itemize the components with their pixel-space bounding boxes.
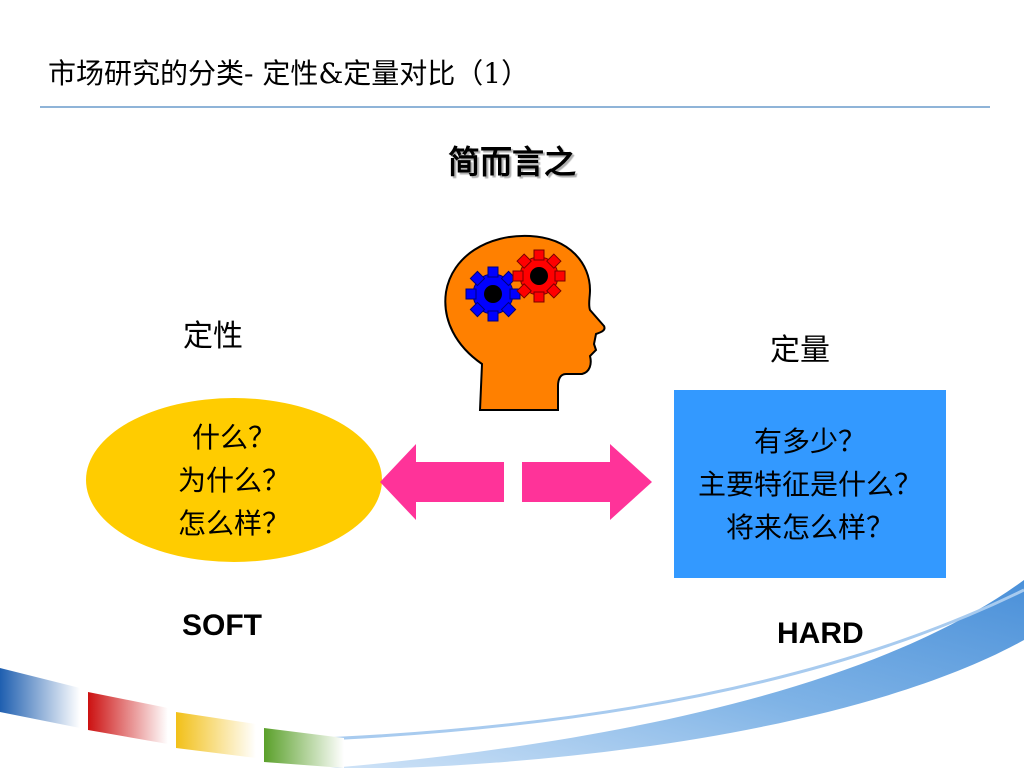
- quantitative-question: 有多少？: [753, 424, 866, 458]
- swoosh-line: [299, 588, 1024, 742]
- title-divider: [40, 106, 990, 108]
- soft-tag: SOFT: [182, 609, 262, 642]
- qualitative-question: 怎么样？: [177, 506, 290, 540]
- quantitative-question: 主要特征是什么？: [697, 467, 922, 501]
- quantitative-label: 定量: [770, 333, 830, 368]
- footer-bar-red: [88, 692, 168, 744]
- swoosh-band: [330, 580, 1024, 768]
- qualitative-questions-ellipse: 什么？ 为什么？ 怎么样？: [86, 398, 382, 562]
- footer-bar-green: [264, 728, 344, 768]
- footer-bar-blue: [0, 668, 80, 728]
- arrow-right-icon: [522, 444, 652, 520]
- slide-title: 市场研究的分类- 定性&定量对比（1）: [48, 57, 530, 90]
- quantitative-questions-box: 有多少？ 主要特征是什么？ 将来怎么样？: [674, 390, 946, 578]
- footer-bar-yellow: [176, 712, 256, 758]
- qualitative-question: 什么？: [191, 420, 276, 454]
- quantitative-question: 将来怎么样？: [725, 510, 894, 544]
- slide-subtitle: 简而言之: [447, 143, 576, 181]
- gear-left-icon: [465, 266, 521, 322]
- qualitative-question: 为什么？: [177, 463, 290, 497]
- gear-right-icon: [512, 249, 566, 303]
- head-with-gears-icon: [444, 234, 606, 411]
- hard-tag: HARD: [777, 617, 864, 650]
- double-arrows: [380, 444, 652, 520]
- arrow-left-icon: [380, 444, 504, 520]
- qualitative-label: 定性: [183, 319, 243, 354]
